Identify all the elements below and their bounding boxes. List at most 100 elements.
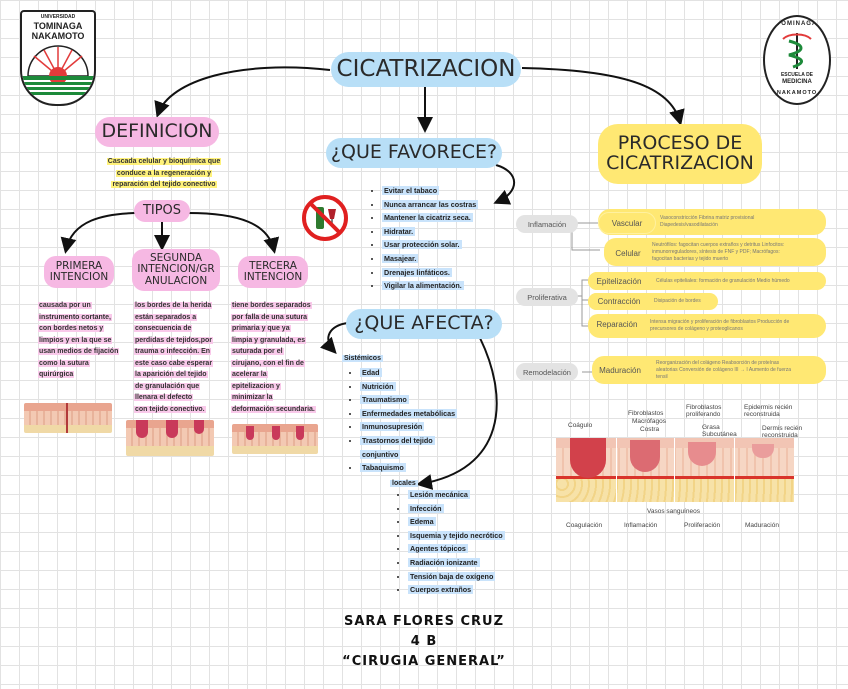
text-line: consecuencia de	[134, 325, 193, 332]
tipo-segunda-text: los bordes de la herida están separados …	[134, 300, 229, 415]
sistemico-item: Inmunosupresión	[360, 420, 486, 434]
maduracion-text-2: aleatorias Conversión de colágeno III → …	[656, 366, 792, 373]
definicion-text: Cascada celular y bioquímica que conduce…	[88, 156, 240, 191]
stage-inflamacion: Inflamación	[624, 522, 658, 529]
sistemico-item: Traumatismo	[360, 393, 486, 407]
maduracion-text-3: tensil	[656, 373, 668, 380]
label-macrofagos: Macrófagos	[632, 418, 666, 425]
proceso-title-2: CICATRIZACION	[606, 152, 754, 174]
tipo-tercera-title-1: TERCERA	[249, 259, 297, 272]
wound-illustration-primera	[24, 403, 112, 433]
label-coagulo: Coágulo	[568, 422, 593, 429]
label-grasa: Grasa Subcutánea	[702, 424, 737, 438]
wound-coagulation	[570, 438, 606, 478]
caduceus-icon	[782, 33, 812, 69]
local-item: Radiación ionizante	[408, 556, 505, 570]
text-line: con tejido conectivo.	[134, 405, 206, 413]
tipo-segunda-title-2: INTENCION/GR	[137, 263, 215, 276]
logo-text-university: UNIVERSIDAD	[40, 14, 76, 20]
main-title: CICATRIZACION	[331, 52, 521, 87]
proceso-title-1: PROCESO DE	[617, 132, 743, 155]
course-name: “CIRUGIA GENERAL”	[342, 654, 506, 669]
celular-text-2: inmunorreguladores, síntesis de FNF y PD…	[652, 248, 780, 255]
logo-text-tominaga: TOMINAGA	[33, 21, 83, 31]
text-line: perdidas de tejidos,por	[134, 336, 214, 344]
text-line: este caso cabe esperar	[134, 359, 214, 367]
wound-illustration-tercera	[232, 424, 318, 454]
locales-list: Lesión mecánica Infección Edema Isquemia…	[396, 488, 505, 597]
maduracion-text-1: Reorganización del colágeno Reabsorción …	[656, 359, 780, 366]
sistemico-item: Nutrición	[360, 380, 486, 394]
sub-epitelizacion: Epitelización	[588, 272, 650, 290]
text-line: causada por un	[38, 302, 92, 309]
label-dermis: Dermis recién reconstruida	[762, 425, 803, 439]
definicion-line: reparación del tejido conectivo	[111, 181, 217, 188]
definicion-title: DEFINICION	[95, 117, 219, 147]
text-line: por falla de una sutura	[231, 313, 309, 321]
definicion-line: Cascada celular y bioquímica que	[106, 158, 222, 165]
sistemico-item: Edad	[360, 366, 486, 380]
text-line: de granulación que	[134, 382, 201, 390]
favorece-item: Vigilar la alimentación.	[382, 279, 478, 293]
sub-celular: Celular	[604, 242, 652, 264]
epitelizacion-text: Células epiteliales: formación de granul…	[656, 277, 790, 284]
wound-maturation	[752, 444, 774, 458]
contraccion-text: Disipación de bordes	[654, 298, 701, 304]
author-group: 4 B	[410, 634, 438, 649]
logo-text-nakamoto: NAKAMOTO	[31, 31, 85, 41]
vascular-text-2: Diapedesis/vasodilatación	[660, 222, 718, 228]
favorece-item: Mantener la cicatriz seca.	[382, 211, 478, 225]
text-line: con bordes netos y	[38, 325, 105, 332]
tipo-primera-title: PRIMERA INTENCION	[44, 256, 114, 288]
favorece-item: Masajear.	[382, 252, 478, 266]
wound-inflammation	[630, 440, 660, 472]
text-line: primaria y que ya	[231, 325, 291, 332]
text-line: trauma o infección. En	[134, 348, 212, 355]
sistemicos-list: Edad Nutrición Traumatismo Enfermedades …	[348, 366, 486, 475]
sistemico-item-cont: conjuntivo	[360, 449, 401, 459]
vascular-text-1: Vasoconstricción Fibrina matriz provisio…	[660, 215, 755, 221]
text-line: limpios y en la que se	[38, 336, 113, 344]
logo-text-bottom: NAKAMOTO	[776, 90, 818, 96]
wound-illustration-segunda	[126, 420, 214, 456]
tipo-tercera-title-2: INTENCION	[243, 271, 303, 283]
proceso-title: PROCESO DE CICATRIZACION	[598, 124, 762, 184]
phase-inflamacion: Inflamación	[516, 215, 578, 233]
wound-proliferation	[688, 442, 716, 466]
local-item: Lesión mecánica	[408, 488, 505, 502]
celular-text-1: Neutrófilos: fagocitan cuerpos extraños …	[652, 241, 785, 248]
sub-reparacion: Reparación	[588, 314, 646, 334]
text-line: deformación secundaria.	[231, 405, 316, 413]
sistemico-item: Tabaquismo	[360, 461, 486, 475]
afecta-title: ¿QUE AFECTA?	[346, 309, 502, 339]
favorece-item: Hidratar.	[382, 225, 478, 239]
favorece-item: Evitar el tabaco	[382, 184, 478, 198]
label-vasos: Vasos sanguíneos	[647, 508, 700, 515]
author-name: SARA FLORES CRUZ	[343, 614, 505, 629]
favorece-item: Nunca arrancar las costras	[382, 198, 479, 212]
university-logo: UNIVERSIDAD TOMINAGA NAKAMOTO	[20, 10, 96, 106]
sub-maduracion: Maduración	[592, 360, 648, 380]
sunrise-emblem-icon	[22, 45, 94, 95]
tipo-tercera-title: TERCERA INTENCION	[238, 256, 308, 288]
label-fibroblastos-proliferando: Fibroblastos proliferando	[686, 404, 722, 418]
text-line: tiene bordes separados	[231, 302, 312, 309]
text-line: minimizar la	[231, 394, 274, 401]
tipo-segunda-title-3: ANULACION	[144, 274, 208, 287]
definicion-line: conduce a la regeneración y	[115, 169, 213, 177]
text-line: epitelizacion y	[231, 382, 281, 390]
local-item: Isquemia y tejido necrótico	[408, 529, 505, 543]
sub-contraccion: Contracción	[588, 293, 650, 310]
text-line: la aparición del tejido	[134, 371, 208, 378]
locales-label: locales	[390, 480, 418, 487]
tipo-segunda-title-1: SEGUNDA	[149, 252, 203, 265]
label-costra: Costra	[640, 426, 660, 433]
logo-text-school: ESCUELA DE	[780, 72, 814, 78]
favorece-item: Drenajes linfáticos.	[382, 266, 478, 280]
phase-proliferativa: Proliferativa	[516, 288, 578, 306]
sub-vascular: Vascular	[598, 212, 656, 234]
text-line: limpia y granulada, es	[231, 336, 307, 344]
sistemico-item: Enfermedades metabólicas	[360, 407, 486, 421]
local-item: Tensión baja de oxígeno	[408, 570, 505, 584]
local-item: Edema	[408, 515, 505, 529]
